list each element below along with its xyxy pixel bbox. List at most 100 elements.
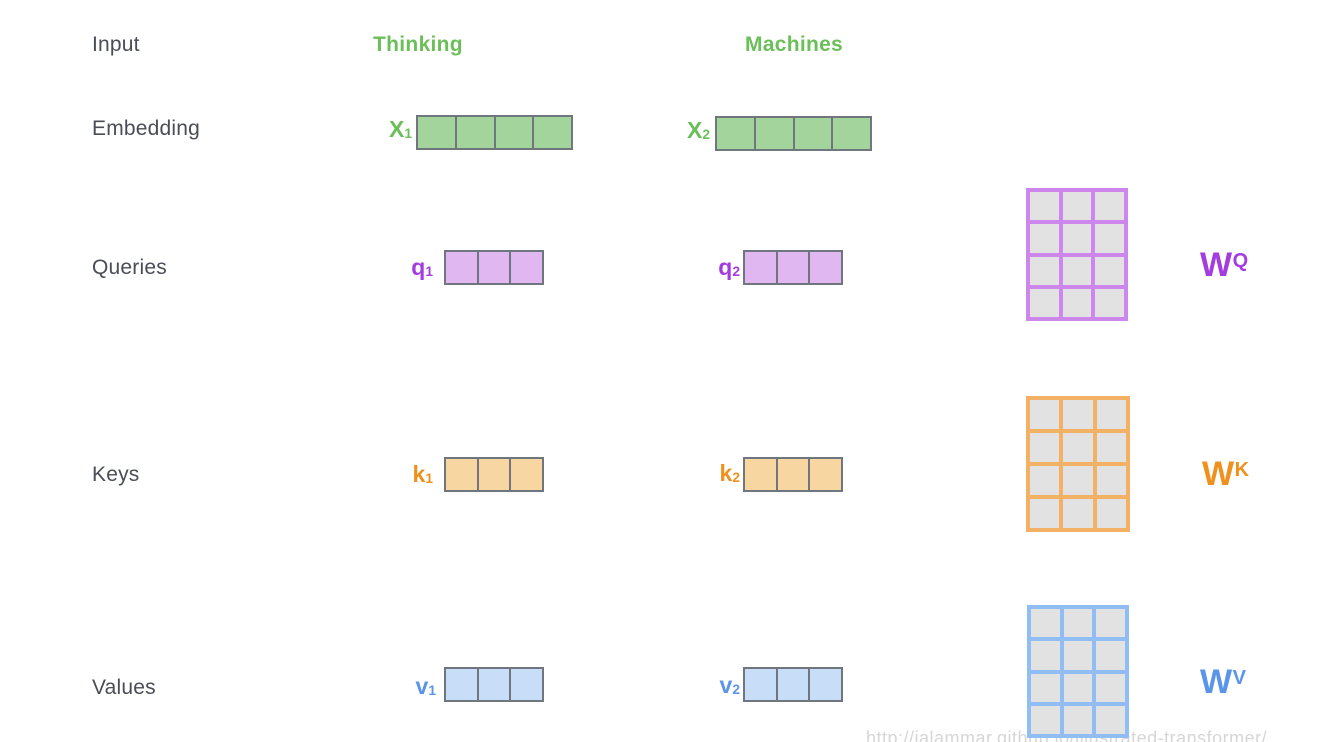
vector-cell (534, 117, 571, 148)
vector-cell (745, 669, 778, 700)
vector-cell (833, 118, 870, 149)
vector-cell (717, 118, 756, 149)
value-vector-v1 (444, 667, 544, 702)
vector-cell (478, 669, 512, 700)
row-label-input: Input (92, 33, 140, 56)
matrix-cell (1063, 433, 1093, 462)
q1-sub: 1 (425, 263, 433, 279)
matrix-cell (1063, 641, 1093, 670)
query-q2-label: q2 (706, 254, 740, 281)
embedding-vector-x2 (715, 116, 872, 151)
matrix-cell (1095, 256, 1124, 285)
vector-cell (794, 118, 834, 149)
matrix-cell (1095, 224, 1124, 253)
embedding-vector-x1 (416, 115, 573, 150)
value-vector-v2 (743, 667, 843, 702)
value-v2-label: v2 (706, 672, 740, 699)
weight-matrix-wv (1027, 605, 1129, 738)
q2-base: q (718, 254, 733, 280)
matrix-cell (1096, 641, 1125, 670)
vector-cell (755, 118, 795, 149)
wk-base: W (1202, 455, 1235, 493)
matrix-cell (1095, 192, 1124, 221)
query-vector-q1 (444, 250, 544, 285)
matrix-cell (1030, 400, 1060, 429)
vector-cell (777, 669, 811, 700)
matrix-cell (1096, 499, 1126, 528)
row-label-keys: Keys (92, 463, 140, 486)
matrix-cell (1030, 256, 1059, 285)
row-label-queries: Queries (92, 256, 167, 279)
vector-cell (495, 117, 535, 148)
query-q1-label: q1 (399, 254, 433, 281)
matrix-cell (1063, 400, 1093, 429)
matrix-cell (1030, 288, 1059, 317)
vector-cell (446, 459, 479, 490)
x2-sub: 2 (702, 126, 710, 142)
key-vector-k2 (743, 457, 843, 492)
matrix-cell (1030, 192, 1059, 221)
matrix-cell (1096, 433, 1126, 462)
matrix-cell (1063, 705, 1093, 734)
embedding-x2-label: X2 (676, 117, 710, 144)
q1-base: q (411, 254, 426, 280)
k1-sub: 1 (425, 470, 433, 486)
query-vector-q2 (743, 250, 843, 285)
vector-cell (478, 459, 512, 490)
x1-sub: 1 (404, 125, 412, 141)
wk-sup: K (1234, 459, 1250, 481)
k2-sub: 2 (732, 469, 740, 485)
matrix-cell (1031, 609, 1060, 638)
wv-base: W (1200, 663, 1233, 701)
row-label-embedding: Embedding (92, 117, 201, 140)
vector-cell (745, 459, 778, 490)
wq-label: WQ (1200, 246, 1249, 285)
key-vector-k1 (444, 457, 544, 492)
row-label-values: Values (92, 676, 156, 699)
q2-sub: 2 (732, 263, 740, 279)
vector-cell (810, 669, 842, 700)
vector-cell (511, 669, 543, 700)
vector-cell (511, 459, 543, 490)
matrix-cell (1063, 673, 1093, 702)
column-header-thinking: Thinking (373, 33, 463, 56)
value-v1-label: v1 (402, 673, 436, 700)
wq-sup: Q (1232, 250, 1249, 272)
matrix-cell (1062, 256, 1092, 285)
matrix-cell (1095, 288, 1124, 317)
matrix-cell (1062, 224, 1092, 253)
matrix-cell (1096, 400, 1126, 429)
matrix-cell (1030, 433, 1060, 462)
vector-cell (446, 252, 479, 283)
v2-base: v (719, 672, 733, 698)
vector-cell (446, 669, 479, 700)
matrix-cell (1096, 609, 1125, 638)
matrix-cell (1030, 499, 1060, 528)
wk-label: WK (1202, 455, 1250, 494)
matrix-cell (1096, 466, 1126, 495)
matrix-cell (1063, 609, 1093, 638)
vector-cell (511, 252, 543, 283)
weight-matrix-wq (1026, 188, 1128, 321)
matrix-cell (1031, 641, 1060, 670)
vector-cell (456, 117, 496, 148)
key-k2-label: k2 (706, 460, 740, 487)
wv-label: WV (1200, 663, 1246, 702)
v1-sub: 1 (428, 682, 436, 698)
matrix-cell (1031, 705, 1060, 734)
wq-base: W (1200, 246, 1233, 284)
matrix-cell (1031, 673, 1060, 702)
k2-base: k (719, 460, 733, 486)
vector-cell (418, 117, 457, 148)
matrix-cell (1030, 466, 1060, 495)
x1-base: X (388, 116, 405, 142)
v2-sub: 2 (732, 681, 740, 697)
vector-cell (777, 459, 811, 490)
matrix-cell (1063, 466, 1093, 495)
matrix-cell (1062, 192, 1092, 221)
v1-base: v (415, 673, 429, 699)
wv-sup: V (1232, 667, 1247, 689)
key-k1-label: k1 (399, 461, 433, 488)
x2-base: X (686, 117, 703, 143)
vector-cell (745, 252, 778, 283)
